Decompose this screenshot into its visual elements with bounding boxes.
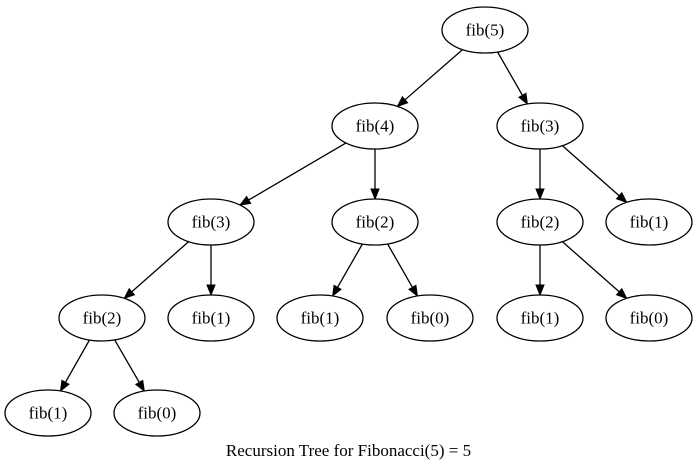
node-ellipse (386, 294, 474, 342)
edge-n0-n2 (497, 51, 523, 96)
arrowhead-n0-n1 (396, 95, 409, 108)
node-label: fib(3) (192, 213, 231, 232)
tree-node-n8: fib(1) (167, 294, 255, 342)
node-ellipse (496, 102, 584, 150)
arrowhead-n3-n7 (123, 287, 136, 300)
node-ellipse (496, 294, 584, 342)
arrowhead-n5-n12 (615, 287, 628, 300)
node-label: fib(2) (521, 213, 560, 232)
node-label: fib(4) (356, 117, 395, 136)
node-ellipse (4, 389, 92, 437)
arrowhead-n2-n6 (615, 191, 628, 204)
node-ellipse (113, 389, 201, 437)
tree-node-n0: fib(5) (441, 6, 529, 54)
node-label: fib(0) (411, 309, 450, 328)
tree-node-n2: fib(3) (496, 102, 584, 150)
node-ellipse (167, 198, 255, 246)
edge-n4-n9 (337, 243, 363, 288)
edge-n0-n1 (404, 49, 463, 101)
edges-layer (59, 49, 628, 393)
node-ellipse (331, 102, 419, 150)
arrowhead-n0-n2 (518, 92, 529, 106)
edge-n5-n12 (561, 241, 620, 293)
arrowhead-n5-n11 (535, 284, 545, 297)
node-ellipse (441, 6, 529, 54)
node-label: fib(1) (192, 309, 231, 328)
diagram-caption: Recursion Tree for Fibonacci(5) = 5 (225, 441, 472, 460)
tree-node-n10: fib(0) (386, 294, 474, 342)
node-label: fib(3) (521, 117, 560, 136)
arrowhead-n7-n13 (59, 379, 70, 393)
node-ellipse (331, 198, 419, 246)
arrowhead-n2-n5 (535, 188, 545, 201)
node-ellipse (496, 198, 584, 246)
edge-n1-n3 (248, 142, 347, 201)
tree-node-n1: fib(4) (331, 102, 419, 150)
node-label: fib(2) (83, 309, 122, 328)
node-ellipse (276, 294, 364, 342)
tree-node-n13: fib(1) (4, 389, 92, 437)
edge-n7-n13 (64, 339, 91, 383)
tree-node-n6: fib(1) (605, 198, 693, 246)
tree-node-n4: fib(2) (331, 198, 419, 246)
edge-n7-n14 (114, 339, 140, 383)
node-label: fib(1) (630, 213, 669, 232)
node-label: fib(1) (521, 309, 560, 328)
node-ellipse (167, 294, 255, 342)
tree-node-n5: fib(2) (496, 198, 584, 246)
tree-node-n7: fib(2) (58, 294, 146, 342)
tree-node-n12: fib(0) (605, 294, 693, 342)
tree-node-n3: fib(3) (167, 198, 255, 246)
node-label: fib(5) (466, 21, 505, 40)
node-label: fib(2) (356, 213, 395, 232)
arrowhead-n4-n10 (408, 284, 419, 298)
edge-n4-n10 (387, 243, 413, 288)
arrowhead-n4-n9 (331, 284, 342, 298)
node-label: fib(0) (138, 404, 177, 423)
arrowhead-n1-n3 (238, 195, 252, 206)
edge-n2-n6 (561, 145, 620, 197)
node-ellipse (605, 198, 693, 246)
nodes-layer: fib(5) fib(4) fib(3) fib(3) fib(2) fib(2) fib(… (4, 6, 693, 437)
tree-node-n11: fib(1) (496, 294, 584, 342)
node-label: fib(0) (630, 309, 669, 328)
node-ellipse (605, 294, 693, 342)
node-label: fib(1) (301, 309, 340, 328)
arrowhead-n1-n4 (370, 188, 380, 201)
node-ellipse (58, 294, 146, 342)
tree-node-n14: fib(0) (113, 389, 201, 437)
arrowhead-n7-n14 (134, 379, 145, 393)
edge-n3-n7 (131, 241, 190, 293)
tree-node-n9: fib(1) (276, 294, 364, 342)
node-label: fib(1) (29, 404, 68, 423)
arrowhead-n3-n8 (206, 284, 216, 297)
